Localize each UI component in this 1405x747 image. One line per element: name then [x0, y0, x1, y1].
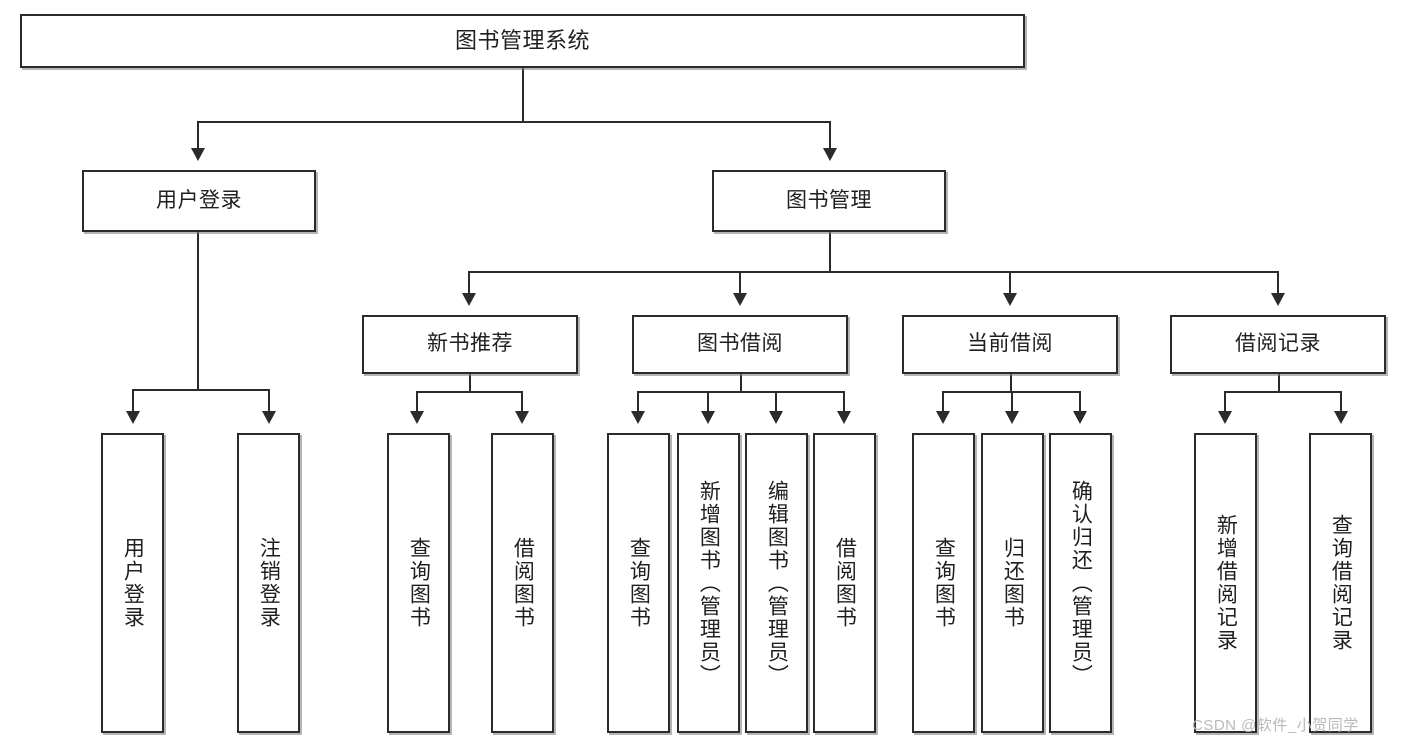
node-leaf-add-book[interactable]: 新增图书（管理员） — [677, 433, 740, 733]
node-root-label: 图书管理系统 — [454, 28, 590, 54]
connector-to-leaf-query-record — [1340, 391, 1342, 413]
node-leaf-confirm-return-label: 确认归还（管理员） — [1069, 479, 1093, 687]
node-book-manage-label: 图书管理 — [786, 188, 872, 212]
arrow-to-leaf-query-book-2 — [631, 411, 645, 424]
node-leaf-logout-login-label: 注销登录 — [257, 537, 281, 629]
arrow-to-leaf-query-record — [1334, 411, 1348, 424]
connector-borrow-record-stem — [1278, 374, 1280, 392]
node-current-borrow[interactable]: 当前借阅 — [902, 315, 1118, 374]
node-borrow-record[interactable]: 借阅记录 — [1170, 315, 1386, 374]
node-leaf-query-record-label: 查询借阅记录 — [1329, 514, 1353, 652]
connector-to-leaf-add-record — [1224, 391, 1226, 413]
node-leaf-return-book-label: 归还图书 — [1001, 537, 1025, 629]
arrow-to-leaf-query-book-1 — [410, 411, 424, 424]
node-leaf-query-book-2-label: 查询图书 — [627, 537, 651, 629]
node-leaf-borrow-book-1-label: 借阅图书 — [511, 537, 535, 629]
connector-to-current-borrow — [1009, 271, 1011, 295]
arrow-to-new-book-recommend — [462, 293, 476, 306]
connector-to-leaf-user-login — [132, 389, 134, 413]
node-leaf-borrow-book-1[interactable]: 借阅图书 — [491, 433, 554, 733]
connector-level3-bus — [468, 271, 1279, 273]
arrow-to-book-borrow — [733, 293, 747, 306]
connector-current-borrow-stem — [1010, 374, 1012, 392]
node-leaf-edit-book-label: 编辑图书（管理员） — [765, 479, 789, 687]
node-leaf-query-book-1-label: 查询图书 — [407, 537, 431, 629]
arrow-to-leaf-add-book — [701, 411, 715, 424]
connector-book-borrow-bus — [637, 391, 845, 393]
connector-root-bus — [197, 121, 831, 123]
arrow-to-book-manage — [823, 148, 837, 161]
node-borrow-record-label: 借阅记录 — [1235, 332, 1321, 356]
connector-root-stem — [522, 68, 524, 122]
node-current-borrow-label: 当前借阅 — [967, 332, 1053, 356]
arrow-to-leaf-query-book-3 — [936, 411, 950, 424]
connector-to-user-login — [197, 121, 199, 151]
arrow-to-borrow-record — [1271, 293, 1285, 306]
connector-to-leaf-add-book — [707, 391, 709, 413]
connector-new-book-recommend-bus — [416, 391, 523, 393]
connector-user-login-stem — [197, 232, 199, 390]
node-leaf-logout-login[interactable]: 注销登录 — [237, 433, 300, 733]
arrow-to-leaf-edit-book — [769, 411, 783, 424]
connector-to-leaf-edit-book — [775, 391, 777, 413]
node-leaf-borrow-book-2-label: 借阅图书 — [833, 537, 857, 629]
connector-to-leaf-query-book-3 — [942, 391, 944, 413]
connector-book-borrow-stem — [740, 374, 742, 392]
node-leaf-borrow-book-2[interactable]: 借阅图书 — [813, 433, 876, 733]
node-book-borrow[interactable]: 图书借阅 — [632, 315, 848, 374]
node-leaf-user-login[interactable]: 用户登录 — [101, 433, 164, 733]
connector-to-leaf-query-book-2 — [637, 391, 639, 413]
node-leaf-query-record[interactable]: 查询借阅记录 — [1309, 433, 1372, 733]
connector-book-manage-stem — [829, 232, 831, 272]
connector-to-book-manage — [829, 121, 831, 151]
arrow-to-leaf-borrow-book-2 — [837, 411, 851, 424]
arrow-to-user-login — [191, 148, 205, 161]
node-leaf-user-login-label: 用户登录 — [121, 537, 145, 629]
csdn-watermark: CSDN @软件_小贺同学 — [1192, 717, 1359, 734]
node-new-book-recommend[interactable]: 新书推荐 — [362, 315, 578, 374]
node-leaf-confirm-return[interactable]: 确认归还（管理员） — [1049, 433, 1112, 733]
connector-to-borrow-record — [1277, 271, 1279, 295]
connector-to-leaf-return-book — [1011, 391, 1013, 413]
node-leaf-query-book-2[interactable]: 查询图书 — [607, 433, 670, 733]
arrow-to-current-borrow — [1003, 293, 1017, 306]
node-leaf-query-book-3-label: 查询图书 — [932, 537, 956, 629]
arrow-to-leaf-add-record — [1218, 411, 1232, 424]
node-leaf-add-book-label: 新增图书（管理员） — [697, 479, 721, 687]
connector-borrow-record-bus — [1224, 391, 1340, 393]
node-book-manage[interactable]: 图书管理 — [712, 170, 946, 232]
arrow-to-leaf-logout-login — [262, 411, 276, 424]
connector-to-leaf-borrow-book-2 — [843, 391, 845, 413]
node-user-login[interactable]: 用户登录 — [82, 170, 316, 232]
node-leaf-add-record[interactable]: 新增借阅记录 — [1194, 433, 1257, 733]
connector-to-leaf-query-book-1 — [416, 391, 418, 413]
connector-new-book-recommend-stem — [469, 374, 471, 392]
node-leaf-return-book[interactable]: 归还图书 — [981, 433, 1044, 733]
node-leaf-edit-book[interactable]: 编辑图书（管理员） — [745, 433, 808, 733]
connector-to-leaf-logout-login — [268, 389, 270, 413]
arrow-to-leaf-borrow-book-1 — [515, 411, 529, 424]
node-new-book-recommend-label: 新书推荐 — [427, 332, 513, 356]
node-user-login-label: 用户登录 — [156, 188, 242, 212]
connector-to-book-borrow — [739, 271, 741, 295]
node-root[interactable]: 图书管理系统 — [20, 14, 1025, 68]
connector-to-new-book-recommend — [468, 271, 470, 295]
arrow-to-leaf-confirm-return — [1073, 411, 1087, 424]
connector-to-leaf-borrow-book-1 — [521, 391, 523, 413]
connector-user-login-bus — [132, 389, 270, 391]
arrow-to-leaf-return-book — [1005, 411, 1019, 424]
node-leaf-query-book-3[interactable]: 查询图书 — [912, 433, 975, 733]
arrow-to-leaf-user-login — [126, 411, 140, 424]
node-leaf-query-book-1[interactable]: 查询图书 — [387, 433, 450, 733]
connector-to-leaf-confirm-return — [1079, 391, 1081, 413]
node-leaf-add-record-label: 新增借阅记录 — [1214, 514, 1238, 652]
node-book-borrow-label: 图书借阅 — [697, 332, 783, 356]
